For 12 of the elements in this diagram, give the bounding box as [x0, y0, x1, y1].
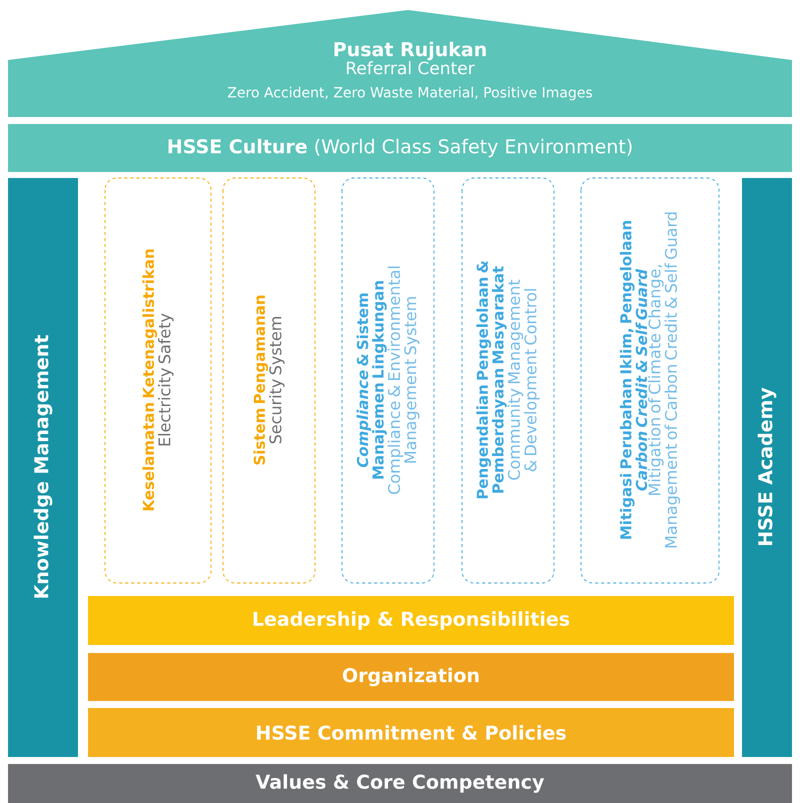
foundation-band: Leadership & Responsibilities: [88, 596, 734, 645]
culture-band: HSSE Culture (World Class Safety Environment): [8, 124, 792, 172]
dashed-pillar: Pengendalian Pengelolaan & Pemberdayaan Masyarakat Community Management & Development Control: [462, 178, 554, 584]
side-pillar: Knowledge Management: [8, 178, 78, 757]
dashed-pillar: Mitigasi Perubahan Iklim, Pengelolaan Carbon Credit & Self Guard Mitigation of Climate Change, Management of Carbon Credit & Self Guard: [580, 178, 720, 584]
roof-banner: Pusat Rujukan Referral Center Zero Accident, Zero Waste Material, Positive Images: [8, 10, 792, 117]
side-pillar: HSSE Academy: [742, 178, 792, 757]
dashed-pillar: Sistem Pengamanan Security System: [222, 178, 316, 584]
foundation-band: Organization: [88, 653, 734, 701]
foundation-band: HSSE Commitment & Policies: [88, 708, 734, 757]
foundation-band: Values & Core Competency: [8, 764, 792, 803]
dashed-pillar: Keselamatan Ketenagalistrikan Electricity Safety: [104, 178, 212, 584]
